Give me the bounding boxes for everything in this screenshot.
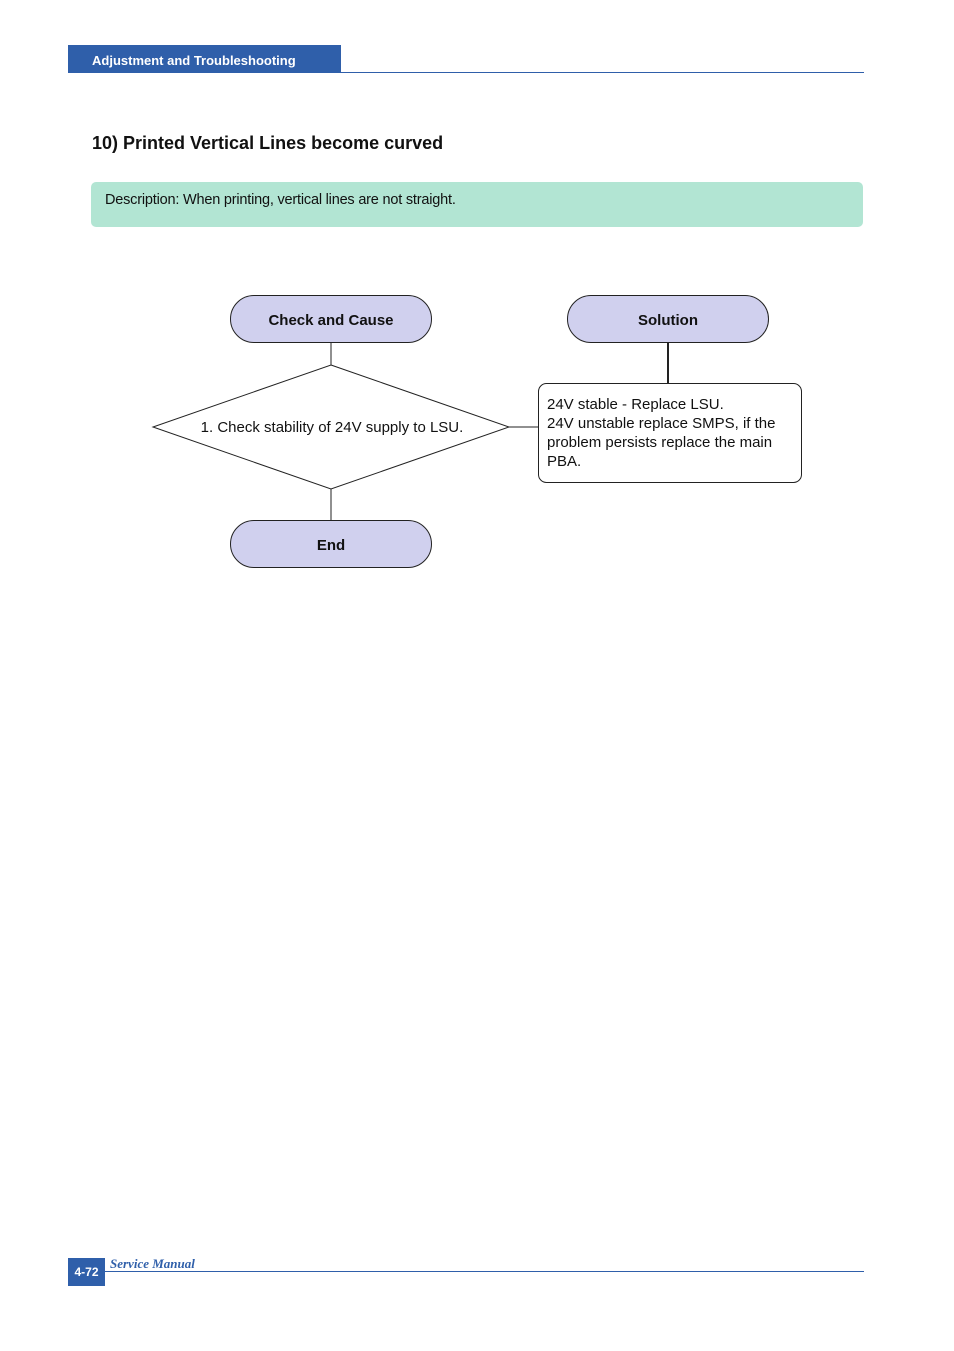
section-title: 10) Printed Vertical Lines become curved	[92, 133, 444, 153]
solution-line: 24V stable - Replace LSU.	[547, 396, 724, 413]
end-terminal	[230, 520, 432, 568]
footer-rule	[105, 1271, 864, 1272]
page-number: 4-72	[68, 1258, 105, 1286]
solution-label: Solution	[638, 312, 698, 329]
solution-line: PBA.	[547, 453, 581, 470]
solution-line: problem persists replace the main	[547, 434, 772, 451]
check-and-cause-terminal	[230, 295, 432, 343]
header-rule	[68, 72, 864, 73]
footer-manual-label: Service Manual	[110, 1256, 195, 1271]
solution-terminal	[567, 295, 769, 343]
check-decision-diamond	[151, 364, 511, 490]
description-box: Description: When printing, vertical lin…	[91, 182, 863, 227]
end-label: End	[317, 537, 345, 554]
description-text: Description: When printing, vertical lin…	[105, 192, 456, 208]
header-section-tab: Adjustment and Troubleshooting	[68, 45, 341, 73]
solution-line: 24V unstable replace SMPS, if the	[547, 415, 775, 432]
solution-box	[538, 383, 802, 483]
check-and-cause-label: Check and Cause	[268, 312, 393, 329]
check-step-text: 1. Check stability of 24V supply to LSU.	[201, 419, 464, 436]
troubleshooting-flowchart: Check and Cause Solution 1. Check stabil…	[151, 295, 802, 568]
